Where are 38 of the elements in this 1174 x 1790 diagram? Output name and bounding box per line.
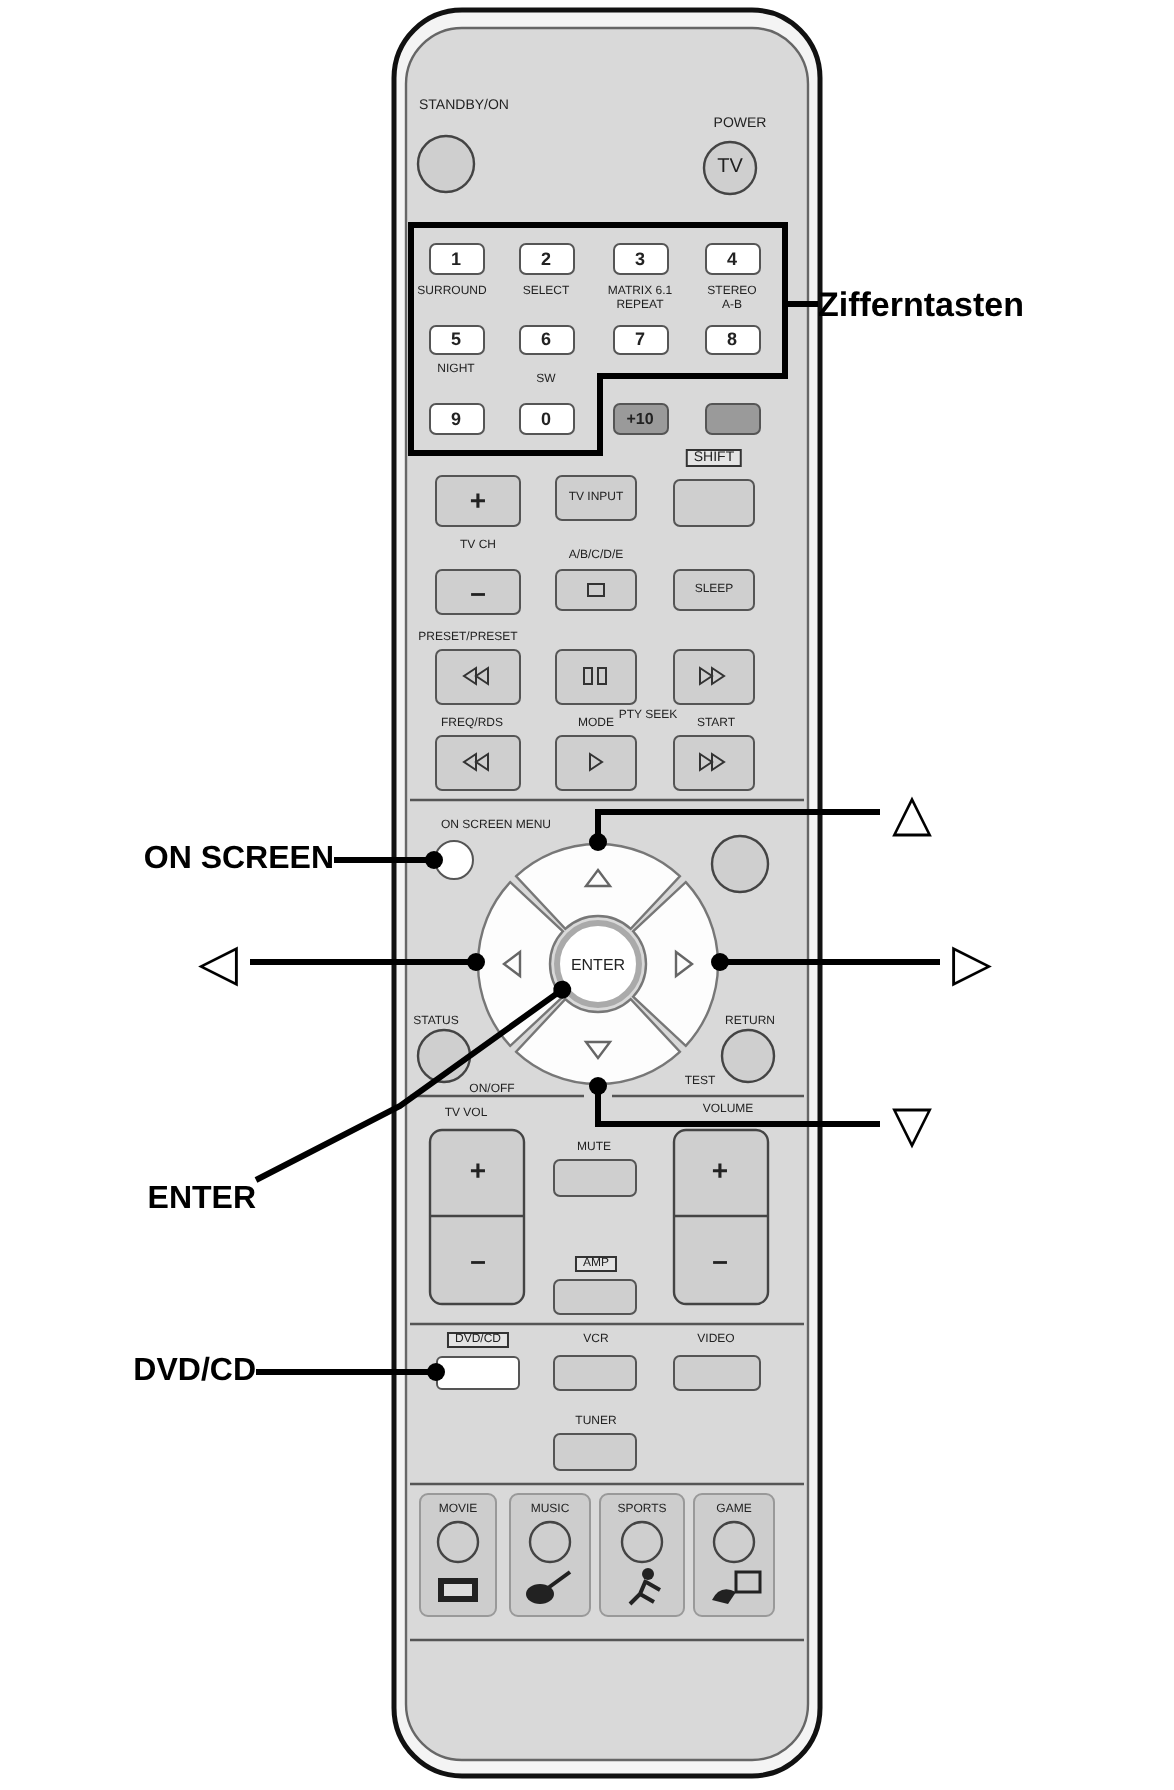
input-button — [436, 1356, 520, 1390]
key-label: 5 — [451, 331, 461, 349]
leader-line — [256, 1363, 445, 1381]
key-label: 1 — [451, 251, 461, 269]
leader-line — [589, 809, 880, 851]
callout-label: DVD/CD — [80, 1352, 256, 1392]
button-label: – — [470, 1246, 486, 1274]
key-label: 8 — [727, 331, 737, 349]
leader-line — [250, 953, 485, 971]
leader-line — [254, 980, 572, 1183]
direction-button — [476, 880, 566, 1048]
key-label: 6 — [541, 331, 551, 349]
direction-button — [514, 842, 682, 932]
leader-line — [334, 851, 443, 869]
button-label: + — [469, 486, 487, 514]
key-label: 3 — [635, 251, 645, 269]
callout-label: ENTER — [100, 1180, 256, 1220]
button-label: TV — [717, 158, 743, 178]
triangle-symbol: △ — [880, 784, 944, 840]
key-label: 4 — [727, 251, 737, 269]
button-label: – — [470, 578, 486, 606]
key-label: +10 — [626, 412, 654, 428]
key-label: 2 — [541, 251, 551, 269]
key-label: 0 — [541, 411, 551, 429]
leader-line — [711, 953, 940, 971]
direction-button — [514, 996, 682, 1086]
triangle-symbol: ▽ — [880, 1096, 944, 1152]
triangle-symbol: ▷ — [940, 934, 1004, 990]
key-label: 7 — [635, 331, 645, 349]
leader-line — [589, 1077, 880, 1127]
button-label: + — [469, 1156, 487, 1184]
callout-label: ON SCREEN — [100, 840, 334, 880]
triangle-symbol: ◁ — [186, 934, 250, 990]
direction-button — [630, 880, 720, 1048]
leader-line — [788, 301, 818, 307]
button-label: – — [712, 1246, 728, 1274]
key-label: 9 — [451, 411, 461, 429]
button-label: + — [711, 1156, 729, 1184]
